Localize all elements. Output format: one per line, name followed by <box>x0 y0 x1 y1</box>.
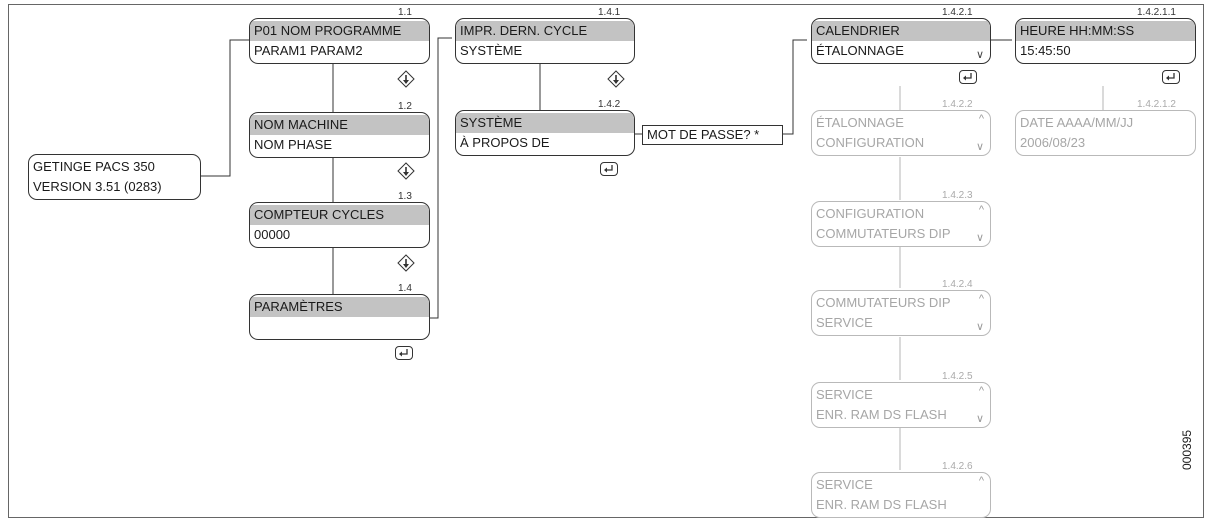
system-box-2[interactable]: ÉTALONNAGE CONFIGURATION ^ ∨ <box>811 110 991 156</box>
system-1-line1: CALENDRIER <box>816 23 900 38</box>
param-1-line2: SYSTÈME <box>460 43 523 58</box>
menu-4-line1: PARAMÈTRES <box>254 299 343 314</box>
menu-box-1[interactable]: P01 NOM PROGRAMME PARAM1 PARAM2 <box>249 18 430 64</box>
scroll-down-caret-icon: ∨ <box>975 232 984 244</box>
system-4-line2: SERVICE <box>816 315 873 330</box>
scroll-down-caret-icon: ∨ <box>975 321 984 333</box>
calendar-id-2: 1.4.2.1.2 <box>1137 99 1176 110</box>
scroll-down-caret-icon: ∨ <box>975 413 984 425</box>
scroll-up-caret-icon: ^ <box>978 204 984 216</box>
menu-2-line1: NOM MACHINE <box>254 117 348 132</box>
scroll-down-icon[interactable] <box>397 162 415 180</box>
scroll-down-icon[interactable] <box>397 70 415 88</box>
scroll-down-icon[interactable] <box>397 254 415 272</box>
system-3-line1: CONFIGURATION <box>816 206 925 221</box>
system-id-2: 1.4.2.2 <box>942 99 973 110</box>
system-2-line2: CONFIGURATION <box>816 135 925 150</box>
system-6-line2: ENR. RAM DS FLASH <box>816 497 947 512</box>
root-box: GETINGE PACS 350 VERSION 3.51 (0283) <box>28 154 201 200</box>
diagram-frame <box>8 4 1204 518</box>
system-id-1: 1.4.2.1 <box>942 7 973 18</box>
system-id-4: 1.4.2.4 <box>942 279 973 290</box>
menu-1-line2: PARAM1 PARAM2 <box>254 43 363 58</box>
menu-2-line2: NOM PHASE <box>254 137 333 152</box>
menu-id-3: 1.3 <box>398 191 412 202</box>
menu-id-2: 1.2 <box>398 101 412 112</box>
calendar-2-line1: DATE AAAA/MM/JJ <box>1020 115 1134 130</box>
menu-box-3[interactable]: COMPTEUR CYCLES 00000 <box>249 202 430 248</box>
menu-3-line2: 00000 <box>254 227 291 242</box>
calendar-2-line2: 2006/08/23 <box>1020 135 1086 150</box>
root-line1: GETINGE PACS 350 <box>33 159 155 174</box>
calendar-1-line2: 15:45:50 <box>1020 43 1071 58</box>
menu-4-line2 <box>254 317 425 337</box>
system-box-1[interactable]: CALENDRIER ÉTALONNAGE ∨ <box>811 18 991 64</box>
param-box-2[interactable]: SYSTÈME À PROPOS DE <box>455 110 635 156</box>
param-2-line2: À PROPOS DE <box>460 135 550 150</box>
menu-id-4: 1.4 <box>398 283 412 294</box>
calendar-1-line1: HEURE HH:MM:SS <box>1020 23 1135 38</box>
menu-box-2[interactable]: NOM MACHINE NOM PHASE <box>249 112 430 158</box>
system-id-5: 1.4.2.5 <box>942 371 973 382</box>
menu-3-line1: COMPTEUR CYCLES <box>254 207 385 222</box>
enter-icon[interactable] <box>395 346 413 360</box>
param-id-1: 1.4.1 <box>598 7 621 18</box>
scroll-down-caret-icon: ∨ <box>975 49 984 61</box>
scroll-down-caret-icon: ∨ <box>975 141 984 153</box>
calendar-box-2[interactable]: DATE AAAA/MM/JJ 2006/08/23 <box>1015 110 1196 156</box>
menu-1-line1: P01 NOM PROGRAMME <box>254 23 402 38</box>
system-6-line1: SERVICE <box>816 477 873 492</box>
enter-icon[interactable] <box>959 70 977 84</box>
system-5-line2: ENR. RAM DS FLASH <box>816 407 947 422</box>
system-box-5[interactable]: SERVICE ENR. RAM DS FLASH ^ ∨ <box>811 382 991 428</box>
system-box-3[interactable]: CONFIGURATION COMMUTATEURS DIP ^ ∨ <box>811 201 991 247</box>
system-id-3: 1.4.2.3 <box>942 190 973 201</box>
scroll-down-icon[interactable] <box>607 70 625 88</box>
param-1-line1: IMPR. DERN. CYCLE <box>460 23 588 38</box>
system-2-line1: ÉTALONNAGE <box>816 115 904 130</box>
menu-id-1: 1.1 <box>398 7 412 18</box>
password-prompt-text: MOT DE PASSE? * <box>647 127 760 142</box>
system-box-4[interactable]: COMMUTATEURS DIP SERVICE ^ ∨ <box>811 290 991 336</box>
calendar-box-1[interactable]: HEURE HH:MM:SS 15:45:50 <box>1015 18 1196 64</box>
scroll-up-caret-icon: ^ <box>978 113 984 125</box>
system-3-line2: COMMUTATEURS DIP <box>816 226 951 241</box>
param-2-line1: SYSTÈME <box>460 115 523 130</box>
system-1-line2: ÉTALONNAGE <box>816 43 904 58</box>
param-id-2: 1.4.2 <box>598 99 621 110</box>
system-4-line1: COMMUTATEURS DIP <box>816 295 951 310</box>
system-box-6[interactable]: SERVICE ENR. RAM DS FLASH ^ <box>811 472 991 518</box>
enter-icon[interactable] <box>1162 70 1180 84</box>
system-5-line1: SERVICE <box>816 387 873 402</box>
password-prompt[interactable]: MOT DE PASSE? * <box>642 125 783 145</box>
calendar-id-1: 1.4.2.1.1 <box>1137 7 1176 18</box>
scroll-up-caret-icon: ^ <box>978 293 984 305</box>
figure-number: 000395 <box>1180 429 1194 470</box>
menu-box-4[interactable]: PARAMÈTRES <box>249 294 430 340</box>
scroll-up-caret-icon: ^ <box>978 475 984 487</box>
enter-icon[interactable] <box>600 162 618 176</box>
scroll-up-caret-icon: ^ <box>978 385 984 397</box>
root-line2: VERSION 3.51 (0283) <box>33 179 162 194</box>
param-box-1[interactable]: IMPR. DERN. CYCLE SYSTÈME <box>455 18 635 64</box>
system-id-6: 1.4.2.6 <box>942 461 973 472</box>
